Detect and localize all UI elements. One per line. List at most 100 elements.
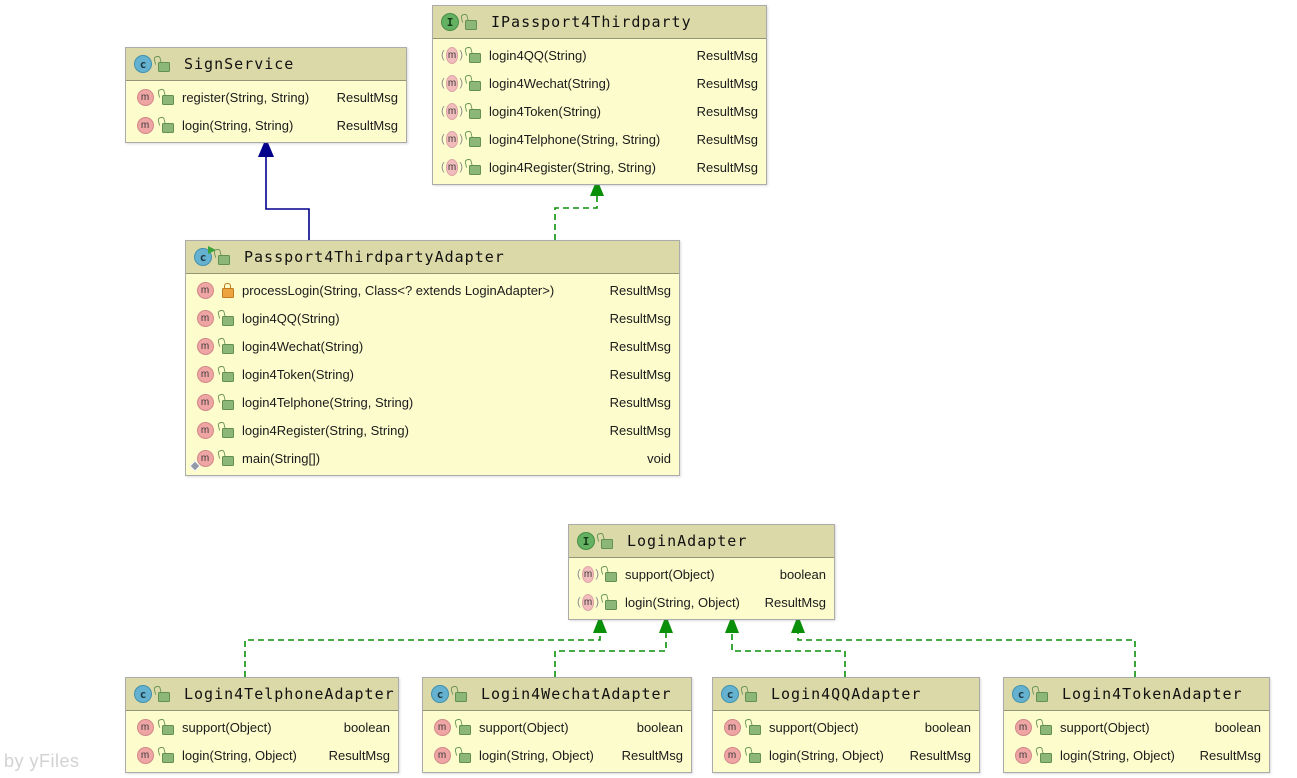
lock-open-icon	[745, 691, 757, 702]
method-return-type: ResultMsg	[696, 47, 758, 63]
method-return-type: ResultMsg	[696, 103, 758, 119]
lock-open-icon	[158, 691, 170, 702]
method-return-type: ResultMsg	[328, 747, 390, 763]
lock-open-icon	[222, 455, 234, 466]
lock-open-icon	[605, 599, 617, 610]
method-row[interactable]: (m)login4Wechat(String)ResultMsg	[433, 69, 766, 97]
m-circle: m	[1014, 746, 1032, 764]
method-icon: m	[193, 281, 217, 299]
method-signature: login(String, Object)	[479, 747, 594, 763]
method-signature: login(String, Object)	[769, 747, 884, 763]
implements-edge[interactable]	[725, 615, 846, 677]
extends-edge[interactable]	[258, 138, 310, 240]
method-row[interactable]: (m)login4Token(String)ResultMsg	[433, 97, 766, 125]
method-row[interactable]: (m)login4QQ(String)ResultMsg	[433, 41, 766, 69]
lock-open-icon	[162, 94, 174, 105]
method-row[interactable]: (m)login4Telphone(String, String)ResultM…	[433, 125, 766, 153]
method-return-type: boolean	[1214, 719, 1261, 735]
method-return-type: ResultMsg	[336, 89, 398, 105]
m-circle: m	[581, 593, 595, 611]
lock-open-icon	[218, 254, 230, 265]
method-icon: m	[133, 718, 157, 736]
method-return-type: ResultMsg	[909, 747, 971, 763]
m-circle: m	[445, 74, 459, 92]
class-icon: c	[721, 685, 739, 703]
lock-open-icon	[222, 371, 234, 382]
lock-open-icon	[222, 427, 234, 438]
lock-open-icon	[465, 19, 477, 30]
m-circle: m	[445, 46, 459, 64]
method-icon: m	[720, 718, 744, 736]
m-circle: m	[136, 718, 154, 736]
paren-glyph: )	[459, 48, 463, 61]
method-row[interactable]: (m)support(Object)boolean	[569, 560, 834, 588]
method-signature: login(String, Object)	[625, 594, 740, 610]
m-circle: m	[581, 565, 595, 583]
lock-open-icon	[469, 164, 481, 175]
lock-open-icon	[222, 315, 234, 326]
paren-glyph: (	[441, 104, 445, 117]
m-circle: m	[196, 421, 214, 439]
method-icon: m	[193, 365, 217, 383]
lock-open-icon	[459, 752, 471, 763]
abstract-method-icon: (m)	[440, 74, 464, 92]
m-circle: m	[196, 365, 214, 383]
implements-edge[interactable]	[244, 615, 607, 677]
method-signature: support(Object)	[769, 719, 859, 735]
method-return-type: ResultMsg	[609, 310, 671, 326]
implements-edge[interactable]	[791, 615, 1136, 677]
implements-edge[interactable]	[554, 615, 673, 677]
method-row[interactable]: (m)login4Register(String, String)ResultM…	[433, 153, 766, 181]
implements-edge[interactable]	[554, 179, 604, 240]
node-title: LoginAdapter	[627, 532, 748, 550]
method-signature: login4Telphone(String, String)	[242, 394, 414, 410]
method-signature: login4Register(String, String)	[489, 159, 656, 175]
method-signature: login4Register(String, String)	[242, 422, 409, 438]
lock-open-icon	[162, 752, 174, 763]
method-return-type: void	[647, 450, 671, 466]
paren-glyph: (	[441, 76, 445, 89]
lock-open-icon	[469, 136, 481, 147]
method-signature: login4QQ(String)	[489, 47, 587, 63]
method-icon: m	[430, 746, 454, 764]
paren-glyph: (	[441, 160, 445, 173]
method-return-type: boolean	[636, 719, 683, 735]
method-row[interactable]: (m)login(String, Object)ResultMsg	[569, 588, 834, 616]
